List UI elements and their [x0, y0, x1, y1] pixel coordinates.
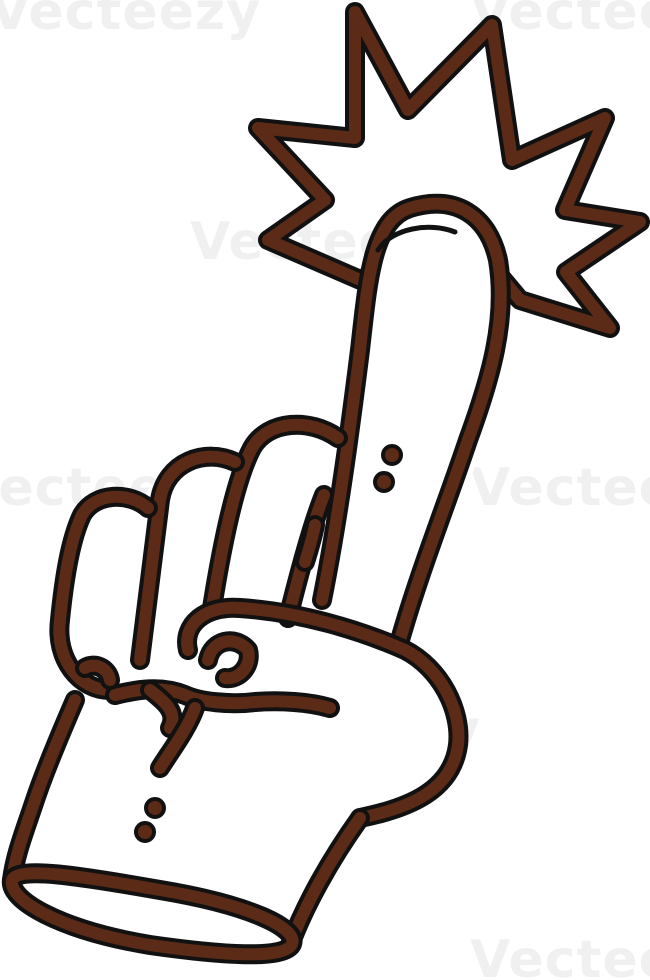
starburst-icon [248, 2, 650, 338]
pointing-hand-icon [1, 193, 511, 965]
